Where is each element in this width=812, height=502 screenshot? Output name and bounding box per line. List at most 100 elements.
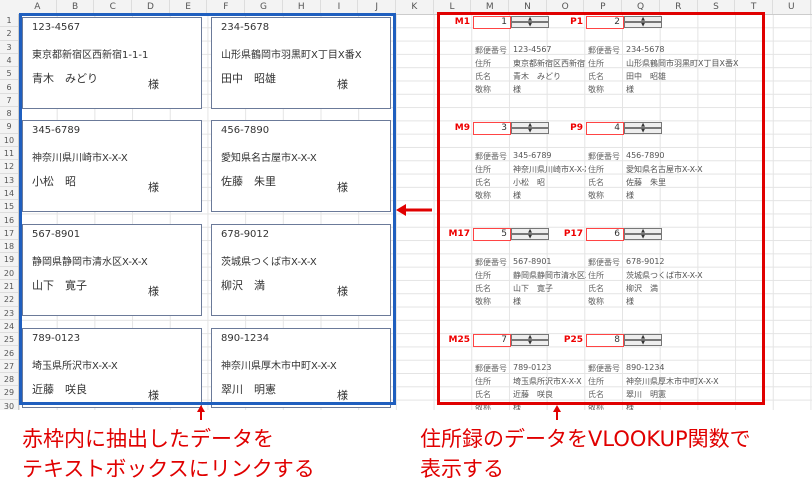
row-header[interactable]: 11 bbox=[0, 147, 18, 161]
row-header[interactable]: 25 bbox=[0, 333, 18, 347]
column-header[interactable]: U bbox=[773, 0, 811, 14]
row-header[interactable]: 6 bbox=[0, 81, 18, 94]
column-header[interactable]: O bbox=[547, 0, 585, 14]
row-header[interactable]: 17 bbox=[0, 227, 18, 241]
spin-up-icon[interactable]: ▲ bbox=[624, 334, 662, 340]
column-header[interactable]: B bbox=[57, 0, 95, 14]
index-cell[interactable]: 7 bbox=[473, 334, 511, 347]
index-cell[interactable]: 3 bbox=[473, 122, 511, 135]
spin-button[interactable]: ▲▼ bbox=[624, 122, 662, 135]
row-header[interactable]: 26 bbox=[0, 347, 18, 360]
column-header[interactable]: H bbox=[283, 0, 321, 14]
column-header[interactable]: I bbox=[321, 0, 359, 14]
index-cell[interactable]: 4 bbox=[586, 122, 624, 135]
row-header[interactable]: 10 bbox=[0, 134, 18, 147]
column-header[interactable]: A bbox=[19, 0, 57, 14]
row-header[interactable]: 2 bbox=[0, 27, 18, 41]
spin-button[interactable]: ▲▼ bbox=[624, 334, 662, 347]
row-header[interactable]: 5 bbox=[0, 67, 18, 81]
column-header[interactable]: J bbox=[358, 0, 396, 14]
row-header[interactable]: 19 bbox=[0, 253, 18, 267]
column-header[interactable]: L bbox=[434, 0, 472, 14]
column-header[interactable]: T bbox=[735, 0, 773, 14]
index-cell[interactable]: 5 bbox=[473, 228, 511, 241]
row-header[interactable]: 14 bbox=[0, 187, 18, 201]
spin-down-icon[interactable]: ▼ bbox=[511, 234, 549, 240]
row-header[interactable]: 20 bbox=[0, 267, 18, 280]
index-cell[interactable]: 6 bbox=[586, 228, 624, 241]
row-header[interactable]: 8 bbox=[0, 107, 18, 121]
textbox-area-frame bbox=[19, 13, 396, 405]
address: 茨城県つくば市X-X-X bbox=[221, 257, 317, 268]
spin-up-icon[interactable]: ▲ bbox=[624, 122, 662, 128]
column-header[interactable]: E bbox=[170, 0, 208, 14]
row-header[interactable]: 27 bbox=[0, 360, 18, 374]
index-cell[interactable]: 2 bbox=[586, 16, 624, 29]
spin-button[interactable]: ▲▼ bbox=[511, 228, 549, 241]
column-header[interactable]: D bbox=[132, 0, 170, 14]
row-header[interactable]: 3 bbox=[0, 41, 18, 54]
spin-down-icon[interactable]: ▼ bbox=[624, 234, 662, 240]
index-cell[interactable]: 8 bbox=[586, 334, 624, 347]
column-header[interactable]: C bbox=[94, 0, 133, 14]
column-header[interactable]: Q bbox=[622, 0, 660, 14]
column-header[interactable]: G bbox=[245, 0, 283, 14]
spin-button[interactable]: ▲▼ bbox=[511, 16, 549, 29]
spin-button[interactable]: ▲▼ bbox=[511, 122, 549, 135]
spin-down-icon[interactable]: ▼ bbox=[624, 128, 662, 134]
spin-up-icon[interactable]: ▲ bbox=[511, 334, 549, 340]
spin-up-icon[interactable]: ▲ bbox=[511, 122, 549, 128]
row-header[interactable]: 29 bbox=[0, 386, 18, 400]
honorific: 様 bbox=[148, 389, 159, 402]
row-header[interactable]: 4 bbox=[0, 54, 18, 68]
row-header[interactable]: 15 bbox=[0, 200, 18, 214]
spin-button[interactable]: ▲▼ bbox=[511, 334, 549, 347]
column-header[interactable]: F bbox=[208, 0, 246, 14]
column-header[interactable]: R bbox=[660, 0, 698, 14]
field-label: 郵便番号 bbox=[588, 46, 620, 55]
row-header[interactable]: 7 bbox=[0, 94, 18, 108]
zip-code: 567-8901 bbox=[32, 229, 81, 240]
row-header[interactable]: 28 bbox=[0, 373, 18, 387]
row-header[interactable]: 12 bbox=[0, 160, 18, 174]
recipient-name: 翠川 明憲 bbox=[221, 383, 276, 396]
row-header[interactable]: 30 bbox=[0, 400, 18, 410]
column-header[interactable]: P bbox=[585, 0, 623, 14]
spin-up-icon[interactable]: ▲ bbox=[624, 16, 662, 22]
row-header[interactable]: 21 bbox=[0, 280, 18, 294]
spin-up-icon[interactable]: ▲ bbox=[511, 16, 549, 22]
spin-down-icon[interactable]: ▼ bbox=[624, 22, 662, 28]
spin-up-icon[interactable]: ▲ bbox=[511, 228, 549, 234]
cell-reference-label: P9 bbox=[570, 123, 583, 133]
column-header[interactable]: N bbox=[509, 0, 547, 14]
spin-down-icon[interactable]: ▼ bbox=[511, 22, 549, 28]
row-header[interactable]: 22 bbox=[0, 293, 18, 307]
spin-button[interactable]: ▲▼ bbox=[624, 16, 662, 29]
index-cell[interactable]: 1 bbox=[473, 16, 511, 29]
column-header[interactable]: S bbox=[698, 0, 736, 14]
row-header[interactable]: 23 bbox=[0, 307, 18, 320]
spin-down-icon[interactable]: ▼ bbox=[511, 128, 549, 134]
row-header[interactable]: 16 bbox=[0, 214, 18, 227]
spin-down-icon[interactable]: ▼ bbox=[511, 340, 549, 346]
spin-down-icon[interactable]: ▼ bbox=[624, 340, 662, 346]
column-header[interactable]: M bbox=[471, 0, 510, 14]
cell-reference-label: M9 bbox=[454, 123, 470, 133]
row-header[interactable]: 24 bbox=[0, 320, 18, 334]
spin-up-icon[interactable]: ▲ bbox=[624, 228, 662, 234]
row-header[interactable]: 13 bbox=[0, 174, 18, 187]
row-header[interactable]: 9 bbox=[0, 120, 18, 134]
column-header[interactable]: K bbox=[396, 0, 434, 14]
arrow-left-icon bbox=[396, 204, 432, 216]
row-header[interactable]: 18 bbox=[0, 240, 18, 254]
spin-button[interactable]: ▲▼ bbox=[624, 228, 662, 241]
row-header[interactable]: 1 bbox=[0, 14, 18, 28]
